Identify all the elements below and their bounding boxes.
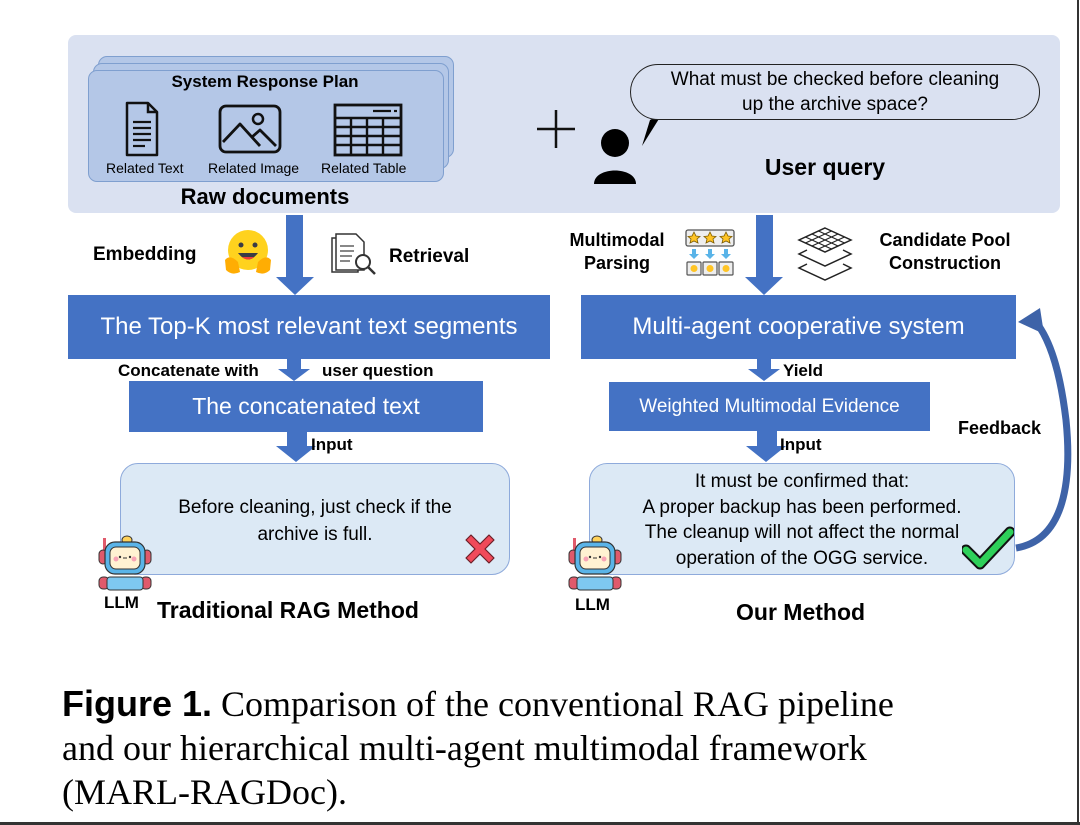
figure-label: Figure 1. [62,683,213,724]
arrow-embed-retrieve-shaft [286,215,303,279]
doc-label-text: Related Text [106,160,184,176]
llm-robot-icon [568,535,622,591]
our-answer-box: It must be confirmed that: A proper back… [589,463,1015,575]
llm-label-right: LLM [575,595,610,614]
user-query-bubble: What must be checked before cleaning up … [630,64,1040,120]
feedback-label: Feedback [958,418,1042,438]
speech-bubble-tail [642,114,662,146]
frame-border-right [1077,0,1079,825]
concatenate-with-label: Concatenate with [118,361,259,380]
our-method-title: Our Method [736,599,866,625]
arrow-input-right-shaft [757,431,777,448]
our-answer-line3: The cleanup will not affect the normal [644,522,960,543]
check-icon [962,526,1014,570]
figure-caption: Figure 1. Comparison of the conventional… [62,682,1052,814]
concatenated-text-box: The concatenated text [129,381,483,432]
arrow-down-icon [748,369,780,381]
caption-text-line1: Comparison of the conventional RAG pipel… [212,684,894,724]
caption-text-line2: and our hierarchical multi-agent multimo… [62,728,867,768]
input-label-left: Input [311,435,353,454]
table-icon [333,103,403,157]
image-icon [218,104,282,154]
multi-agent-system-box: Multi-agent cooperative system [581,295,1016,359]
traditional-answer-line2: archive is full. [257,524,373,545]
embedding-label: Embedding [93,244,197,265]
feedback-arrow [1015,308,1072,552]
candidate-pool-line2: Construction [889,253,1001,273]
arrow-down-icon [745,277,783,295]
arrow-down-icon [276,277,314,295]
multimodal-parsing-stars-icon [685,229,735,276]
arrow-concat-shaft [287,359,301,370]
frame-border-bottom [0,822,1080,825]
traditional-answer-box: Before cleaning, just check if the archi… [120,463,510,575]
hugging-face-icon [225,230,271,274]
user-query-text-line1: What must be checked before cleaning [670,69,1000,90]
user-query-text-line2: up the archive space? [742,94,928,115]
user-question-label: user question [322,361,434,380]
retrieval-document-search-icon [331,233,376,275]
arrow-parse-pool-shaft [756,215,773,279]
documents-card-title: System Response Plan [171,72,359,91]
arrow-down-icon [746,446,786,462]
candidate-pool-label: Candidate Pool Construction [860,230,1030,274]
llm-robot-icon [98,535,152,591]
user-query-label: User query [764,154,886,180]
caption-text-line3: (MARL-RAGDoc). [62,772,347,812]
candidate-pool-line1: Candidate Pool [879,230,1011,250]
weighted-evidence-box: Weighted Multimodal Evidence [609,382,930,431]
multimodal-parsing-label: Multimodal Parsing [556,230,678,274]
our-answer-line1: It must be confirmed that: [694,471,910,492]
doc-label-image: Related Image [208,160,300,176]
topk-segments-box: The Top-K most relevant text segments [68,295,550,359]
input-label-right: Input [780,435,822,454]
arrow-input-shaft [287,432,307,448]
traditional-method-title: Traditional RAG Method [157,597,419,623]
multimodal-parsing-line2: Parsing [583,253,651,273]
arrow-yield-shaft [757,359,771,370]
document-icon [125,101,159,157]
our-answer-line2: A proper backup has been performed. [642,496,962,518]
user-icon [594,129,636,184]
our-answer-line4: operation of the OGG service. [675,547,929,569]
caption-line1: Figure 1. Comparison of the conventional… [62,682,1052,726]
llm-label-left: LLM [104,593,139,612]
retrieval-label: Retrieval [389,246,470,267]
candidate-pool-layers-icon [797,227,853,281]
yield-label: Yield [783,361,823,380]
traditional-answer-line1: Before cleaning, just check if the [178,497,452,518]
arrow-down-icon [276,446,316,462]
multimodal-parsing-line1: Multimodal [569,230,665,250]
doc-label-table: Related Table [321,160,407,176]
arrow-down-icon [278,369,310,381]
raw-documents-label: Raw documents [180,184,350,209]
cross-icon [465,534,495,564]
plus-icon [537,110,575,148]
